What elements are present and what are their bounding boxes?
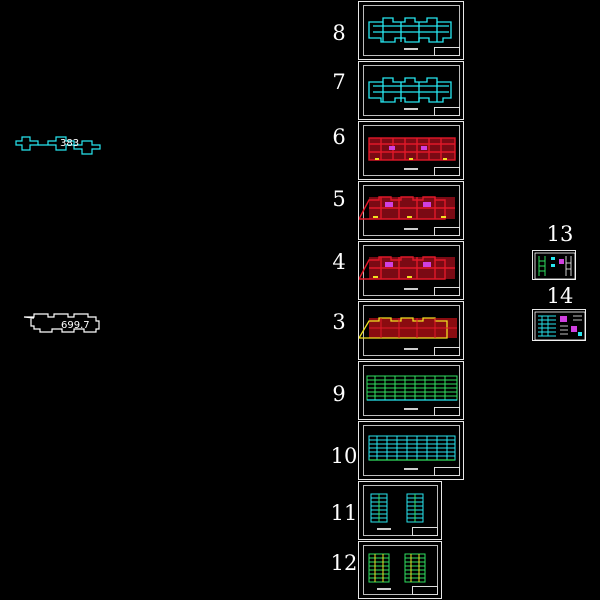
sheet-8-floor-plan[interactable] xyxy=(358,1,464,60)
sheet-caption xyxy=(376,528,391,530)
detail-sheet-icon xyxy=(534,311,586,341)
sheet-9-elevation[interactable] xyxy=(358,361,464,420)
sheet-frame xyxy=(363,485,438,536)
sheet-caption xyxy=(404,228,418,230)
sheet-4-floor-plan[interactable] xyxy=(358,241,464,300)
sheet-number-14: 14 xyxy=(546,284,574,308)
detail-sheet-icon xyxy=(534,252,576,280)
sheet-number-13: 13 xyxy=(546,222,574,246)
sheet-12-section[interactable] xyxy=(358,541,442,599)
sheet-6-floor-plan[interactable] xyxy=(358,121,464,180)
title-block xyxy=(434,287,460,296)
floor-plan-icon xyxy=(359,317,457,339)
title-block xyxy=(434,467,460,476)
floor-plan-icon xyxy=(368,137,456,161)
floor-plan-icon xyxy=(359,196,455,220)
sheet-frame xyxy=(363,65,460,116)
sheet-caption xyxy=(376,588,391,590)
sheet-caption xyxy=(404,348,418,350)
sheet-frame xyxy=(363,545,438,595)
sheet-10-elevation[interactable] xyxy=(358,421,464,480)
sheet-frame xyxy=(363,425,460,476)
sheet-5-floor-plan[interactable] xyxy=(358,181,464,240)
cyan-outline-label: 383 xyxy=(60,138,80,149)
title-block xyxy=(434,347,460,356)
sheet-number-4: 4 xyxy=(332,250,346,274)
title-block xyxy=(434,407,460,416)
sheet-11-section[interactable] xyxy=(358,481,442,540)
sheet-caption xyxy=(404,168,418,170)
sheet-13-detail[interactable] xyxy=(532,250,576,280)
building-elevation-icon xyxy=(366,375,458,401)
sheet-number-5: 5 xyxy=(332,187,346,211)
sheet-frame xyxy=(363,5,460,56)
sheet-number-12: 12 xyxy=(330,551,358,575)
sheet-14-detail[interactable] xyxy=(532,309,586,341)
title-block xyxy=(434,167,460,176)
sheet-number-9: 9 xyxy=(332,382,346,406)
floor-plan-icon xyxy=(368,77,452,103)
title-block xyxy=(412,586,438,595)
sheet-frame xyxy=(363,365,460,416)
floor-plan-icon xyxy=(368,17,452,43)
building-elevation-icon xyxy=(368,435,456,461)
sheet-caption xyxy=(404,408,418,410)
sheet-number-8: 8 xyxy=(332,21,346,45)
white-outline-label: 699.7 xyxy=(61,320,90,331)
sheet-caption xyxy=(404,108,418,110)
title-block xyxy=(434,107,460,116)
sheet-number-3: 3 xyxy=(332,310,346,334)
sheet-number-10: 10 xyxy=(330,444,358,468)
sheet-caption xyxy=(404,288,418,290)
sheet-caption xyxy=(404,48,418,50)
sheet-caption xyxy=(404,468,418,470)
title-block xyxy=(412,527,438,536)
title-block xyxy=(434,47,460,56)
sheet-7-floor-plan[interactable] xyxy=(358,61,464,120)
sheet-number-6: 6 xyxy=(332,125,346,149)
sheet-3-floor-plan[interactable] xyxy=(358,301,464,360)
floor-plan-icon xyxy=(359,256,455,280)
sheet-number-11: 11 xyxy=(330,501,358,525)
title-block xyxy=(434,227,460,236)
building-section-icon xyxy=(370,493,424,523)
sheet-number-7: 7 xyxy=(332,70,346,94)
sheet-frame xyxy=(363,125,460,176)
building-section-icon xyxy=(368,553,426,583)
